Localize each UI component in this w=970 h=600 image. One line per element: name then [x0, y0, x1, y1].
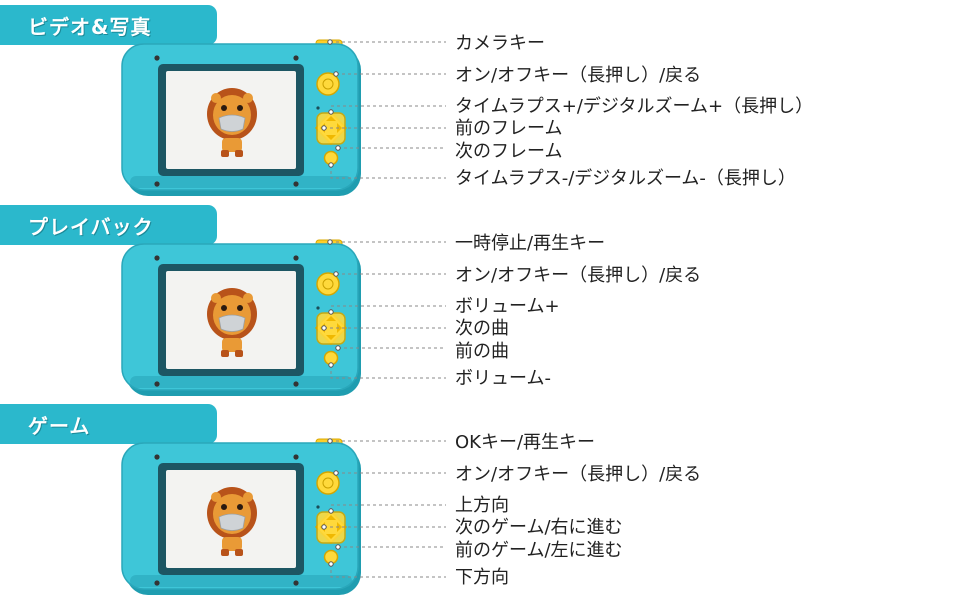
leader-dots	[321, 239, 341, 368]
label-camera-key: カメラキー	[455, 33, 545, 54]
label-down-key: タイムラプス-/デジタルズーム-（長押し）	[455, 168, 796, 189]
label-down-key: ボリューム-	[455, 368, 551, 389]
screw-icon	[154, 381, 160, 387]
section-title: ビデオ&写真	[0, 5, 217, 45]
power-button	[316, 471, 340, 495]
label-left-key: 次の曲	[455, 318, 509, 339]
lion-character-icon	[207, 487, 257, 556]
label-right-key: 次のフレーム	[455, 141, 563, 162]
screw-icon	[154, 255, 160, 261]
camera-diagram	[121, 438, 446, 595]
screw-icon	[293, 55, 299, 61]
label-up-key: ボリューム+	[455, 296, 560, 317]
camera-bottom-stripe	[130, 575, 352, 587]
indicator-dot	[316, 306, 320, 310]
screw-icon	[293, 381, 299, 387]
indicator-dot	[316, 505, 320, 509]
label-up-key: タイムラプス+/デジタルズーム+（長押し）	[455, 96, 814, 117]
label-right-key: 前の曲	[455, 341, 509, 362]
section: ビデオ&写真	[0, 0, 970, 200]
section-title: プレイバック	[0, 205, 217, 245]
power-button-inner	[322, 278, 334, 290]
lion-character-icon	[207, 88, 257, 157]
camera-diagram	[121, 39, 446, 196]
label-right-key: 前のゲーム/左に進む	[455, 540, 623, 561]
label-left-key: 次のゲーム/右に進む	[455, 517, 623, 538]
leader-dots	[321, 39, 341, 168]
power-button	[316, 272, 340, 296]
label-down-key: 下方向	[455, 567, 509, 588]
label-camera-key: 一時停止/再生キー	[455, 233, 606, 254]
screw-icon	[293, 454, 299, 460]
section: プレイバック	[0, 200, 970, 400]
power-button-inner	[322, 477, 334, 489]
label-left-key: 前のフレーム	[455, 118, 563, 139]
screw-icon	[154, 55, 160, 61]
screw-icon	[293, 580, 299, 586]
leader-dots	[321, 438, 341, 567]
screw-icon	[154, 454, 160, 460]
indicator-dot	[316, 106, 320, 110]
camera-bottom-stripe	[130, 376, 352, 388]
power-button-inner	[322, 78, 334, 90]
camera-bottom-stripe	[130, 176, 352, 188]
label-camera-key: OKキー/再生キー	[455, 432, 596, 453]
screw-icon	[293, 181, 299, 187]
lion-character-icon	[207, 288, 257, 357]
leader-lines	[324, 440, 446, 578]
camera-diagram	[121, 239, 446, 396]
label-power-key: オン/オフキー（長押し）/戻る	[455, 464, 702, 485]
section-title: ゲーム	[0, 404, 217, 444]
power-button	[316, 72, 340, 96]
section: ゲーム	[0, 399, 970, 599]
label-up-key: 上方向	[455, 495, 509, 516]
screw-icon	[293, 255, 299, 261]
label-power-key: オン/オフキー（長押し）/戻る	[455, 265, 702, 286]
label-power-key: オン/オフキー（長押し）/戻る	[455, 65, 702, 86]
screw-icon	[154, 181, 160, 187]
screw-icon	[154, 580, 160, 586]
